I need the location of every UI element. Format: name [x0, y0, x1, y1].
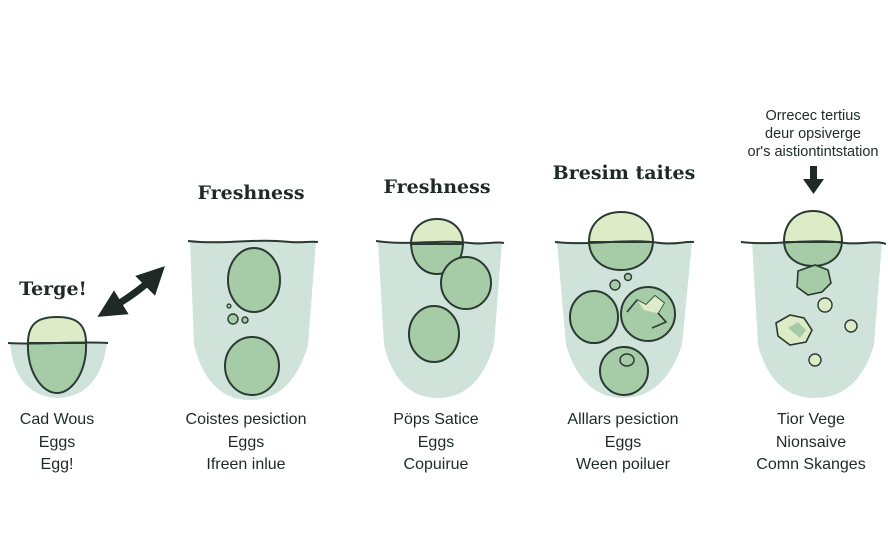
fragment-5e	[809, 354, 821, 366]
double-arrow-icon	[107, 274, 157, 311]
caption-line: Ifreen inlue	[186, 454, 307, 477]
caption-line: Eggs	[393, 432, 478, 455]
fragment-5d	[845, 320, 857, 332]
egg-2b	[225, 337, 279, 395]
stage-4-heading: Bresim taites	[553, 162, 696, 184]
glass-2	[188, 241, 318, 400]
bubble-2c	[227, 304, 231, 308]
waterline-1	[8, 342, 108, 343]
stage-5-caption: Tior Vege Nionsaive Comn Skanges	[756, 409, 865, 477]
egg-1-top	[28, 317, 86, 343]
glass-3	[376, 219, 504, 398]
stage-1-heading: Terge!	[19, 278, 87, 300]
caption-line: Comn Skanges	[756, 454, 865, 477]
stage-1-caption: Cad Wous Eggs Egg!	[20, 409, 94, 477]
caption-line: Eggs	[186, 432, 307, 455]
caption-line: Pöps Satice	[393, 409, 478, 432]
caption-line: Cad Wous	[20, 409, 94, 432]
caption-line: Nionsaive	[756, 432, 865, 455]
stage-5-note: Orrecec tertius deur opsiverge or's aist…	[748, 107, 879, 161]
egg-3-top	[411, 219, 463, 244]
egg-3c	[409, 306, 459, 362]
stage-3-heading: Freshness	[383, 176, 490, 198]
caption-line: Eggs	[20, 432, 94, 455]
note-line: Orrecec tertius	[748, 107, 879, 125]
egg-2a	[228, 248, 280, 312]
egg-3b	[441, 257, 491, 309]
caption-line: Ween poiluer	[567, 454, 678, 477]
caption-line: Eggs	[567, 432, 678, 455]
caption-line: Egg!	[20, 454, 94, 477]
down-arrow-icon	[803, 166, 824, 194]
egg-5-top	[784, 211, 842, 242]
note-line: deur opsiverge	[748, 125, 879, 143]
caption-line: Copuirue	[393, 454, 478, 477]
egg-4c	[621, 287, 675, 341]
glass-4	[555, 212, 694, 398]
bubble-4a	[610, 280, 620, 290]
bubble-2b	[242, 317, 248, 323]
stage-2-heading: Freshness	[197, 182, 304, 204]
caption-line: Coistes pesiction	[186, 409, 307, 432]
stage-2-caption: Coistes pesiction Eggs Ifreen inlue	[186, 409, 307, 477]
bubble-4b	[625, 274, 632, 281]
bubble-2a	[228, 314, 238, 324]
egg-4b	[570, 291, 618, 343]
caption-line: Alllars pesiction	[567, 409, 678, 432]
stage-3-caption: Pöps Satice Eggs Copuirue	[393, 409, 478, 477]
glass-1	[8, 317, 108, 398]
egg-4d-yolk	[620, 354, 634, 366]
glass-5	[741, 211, 886, 398]
stage-4-caption: Alllars pesiction Eggs Ween poiluer	[567, 409, 678, 477]
note-line: or's aistiontintstation	[748, 143, 879, 161]
caption-line: Tior Vege	[756, 409, 865, 432]
fragment-5c	[818, 298, 832, 312]
egg-4-top	[589, 212, 653, 242]
